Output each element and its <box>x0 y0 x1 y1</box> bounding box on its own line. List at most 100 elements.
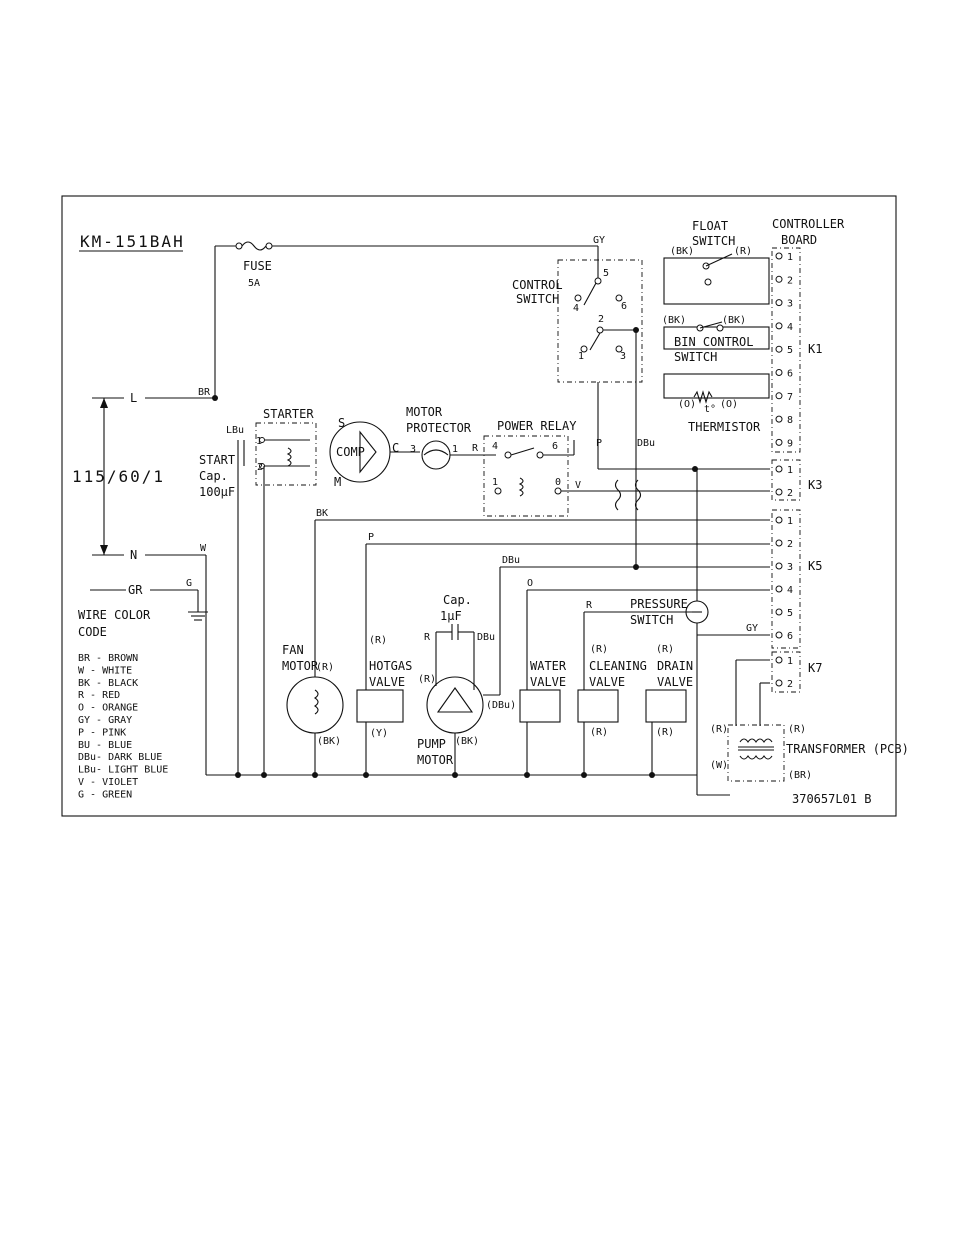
svg-text:DRAIN: DRAIN <box>657 659 693 673</box>
svg-text:(R): (R) <box>316 662 334 673</box>
bin-control-switch: (BK) (BK) BIN CONTROL SWITCH <box>662 315 770 364</box>
svg-text:SWITCH: SWITCH <box>674 350 717 364</box>
controller-terminal <box>775 656 783 664</box>
svg-text:PUMP: PUMP <box>417 737 446 751</box>
svg-text:1: 1 <box>578 351 584 362</box>
svg-text:HOTGAS: HOTGAS <box>369 659 412 673</box>
svg-text:WATER: WATER <box>530 659 567 673</box>
svg-text:(W): (W) <box>710 760 728 771</box>
svg-text:P: P <box>368 532 374 543</box>
legend-item: V - VIOLET <box>78 777 138 788</box>
svg-text:(BK): (BK) <box>722 315 746 326</box>
controller-terminal-number: 7 <box>787 392 793 403</box>
svg-text:SWITCH: SWITCH <box>516 292 559 306</box>
controller-terminal <box>775 539 783 547</box>
line-n-label: N <box>130 548 137 562</box>
controller-terminal-number: 4 <box>787 322 793 333</box>
controller-terminal-number: 9 <box>787 438 793 449</box>
svg-text:(R): (R) <box>788 724 806 735</box>
svg-text:1μF: 1μF <box>440 609 462 623</box>
svg-text:TRANSFORMER (PCB): TRANSFORMER (PCB) <box>786 742 909 756</box>
controller-terminal-number: 2 <box>787 275 793 286</box>
control-switch: CONTROL SWITCH 5 4 6 2 1 3 <box>512 246 643 383</box>
svg-text:2: 2 <box>598 314 604 325</box>
svg-text:(DBu): (DBu) <box>486 700 516 711</box>
svg-text:BOARD: BOARD <box>781 233 817 247</box>
svg-text:t°: t° <box>704 404 716 415</box>
fuse-rating: 5A <box>248 278 260 289</box>
svg-text:SWITCH: SWITCH <box>692 234 735 248</box>
controller-terminal <box>775 516 783 524</box>
svg-text:S: S <box>338 416 345 430</box>
transformer: TRANSFORMER (PCB) (R) (R) (W) (BR) <box>710 659 909 782</box>
controller-board: CONTROLLER BOARD K1 K3 K5 K7 <box>771 217 845 693</box>
svg-text:(O): (O) <box>678 399 696 410</box>
starter: STARTER 1 2 LBu <box>226 407 317 486</box>
fuse: FUSE 5A GY <box>212 235 605 401</box>
svg-text:K3: K3 <box>808 478 822 492</box>
svg-text:(R): (R) <box>656 727 674 738</box>
controller-terminal <box>775 562 783 570</box>
svg-text:1: 1 <box>256 436 262 447</box>
neutral-bus <box>205 466 730 796</box>
svg-text:CONTROL: CONTROL <box>512 278 563 292</box>
svg-text:CODE: CODE <box>78 625 107 639</box>
svg-text:6: 6 <box>621 301 627 312</box>
controller-terminal-number: 6 <box>787 369 793 380</box>
svg-text:CONTROLLER: CONTROLLER <box>772 217 845 231</box>
svg-text:LBu: LBu <box>226 425 244 436</box>
legend-item: BU - BLUE <box>78 740 132 751</box>
controller-terminal <box>775 392 783 400</box>
svg-text:(BK): (BK) <box>670 246 694 257</box>
svg-text:M: M <box>334 475 341 489</box>
diagram-frame <box>61 195 897 817</box>
svg-text:FLOAT: FLOAT <box>692 219 728 233</box>
controller-terminal <box>775 369 783 376</box>
cleaning-valve: CLEANING VALVE (R) (R) <box>577 612 647 775</box>
svg-text:POWER RELAY: POWER RELAY <box>497 419 577 433</box>
controller-terminal <box>775 415 783 423</box>
thermistor: (O) (O) t° THERMISTOR <box>663 373 770 434</box>
svg-text:GY: GY <box>593 235 605 246</box>
signal-wires: P DBu BK P DBu O R GY <box>315 330 770 636</box>
svg-text:BK: BK <box>316 508 328 519</box>
svg-text:(R): (R) <box>590 727 608 738</box>
svg-text:0: 0 <box>555 477 561 488</box>
controller-terminal-number: 2 <box>787 539 793 550</box>
controller-terminal-number: 1 <box>787 252 793 263</box>
drawing-number: 370657L01 B <box>792 792 871 806</box>
svg-text:VALVE: VALVE <box>657 675 693 689</box>
svg-text:SWITCH: SWITCH <box>630 613 673 627</box>
svg-text:(O): (O) <box>720 399 738 410</box>
svg-text:1: 1 <box>492 477 498 488</box>
controller-terminal-number: 4 <box>787 585 793 596</box>
svg-text:START: START <box>199 453 235 467</box>
controller-terminal <box>775 465 783 473</box>
fan-motor: FAN MOTOR (R) (BK) <box>282 520 344 775</box>
svg-text:5: 5 <box>603 268 609 279</box>
controller-terminal-number: 1 <box>787 516 793 527</box>
fuse-label: FUSE <box>243 259 272 273</box>
svg-text:G: G <box>186 578 192 589</box>
controller-terminal <box>775 299 783 307</box>
controller-terminal <box>775 275 783 283</box>
controller-terminal <box>775 345 783 353</box>
legend-item: P - PINK <box>78 727 126 738</box>
svg-text:BIN CONTROL: BIN CONTROL <box>674 335 753 349</box>
svg-text:V: V <box>575 480 581 491</box>
supply-section: 115/60/1 L N GR G W BR <box>72 387 215 621</box>
svg-text:STARTER: STARTER <box>263 407 314 421</box>
svg-text:R: R <box>586 600 593 611</box>
svg-text:(BR): (BR) <box>788 770 812 781</box>
controller-terminal-number: 5 <box>787 608 793 619</box>
controller-terminal-number: 5 <box>787 345 793 356</box>
controller-terminal <box>775 679 783 687</box>
svg-text:(R): (R) <box>656 644 674 655</box>
hotgas-valve: HOTGAS VALVE (R) (Y) <box>356 544 412 775</box>
controller-terminal-number: 3 <box>787 562 793 573</box>
legend-item: BR - BROWN <box>78 653 138 664</box>
svg-text:(BK): (BK) <box>455 736 479 747</box>
pressure-switch: PRESSURE SWITCH <box>630 469 709 795</box>
compressor: COMP S C M <box>329 416 420 489</box>
svg-text:(R): (R) <box>734 246 752 257</box>
